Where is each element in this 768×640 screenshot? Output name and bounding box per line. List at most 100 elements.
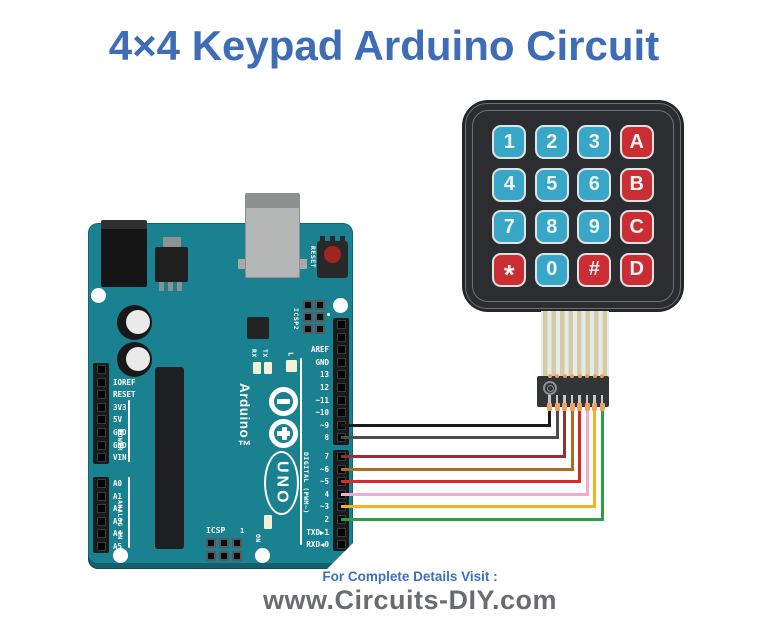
keypad-key-7: 7: [492, 210, 527, 245]
pin-label-RESET: RESET: [113, 390, 136, 400]
mounting-hole: [332, 297, 348, 313]
wire-green-horizontal: [341, 518, 604, 521]
pin: [336, 332, 346, 342]
ribbon-cable: [541, 311, 609, 377]
keypad-key-C: C: [619, 210, 654, 245]
board-corner-cut: [327, 543, 353, 569]
power-header: [93, 363, 109, 464]
digital-header-bottom: [333, 450, 349, 551]
icsp-header: [206, 538, 242, 561]
header-pin: [303, 300, 313, 310]
wire-maroon-horizontal: [341, 455, 566, 458]
power-jack: [101, 220, 147, 287]
icsp2-header: [303, 300, 325, 334]
l-label: L: [286, 351, 295, 357]
wire-sleeve: [592, 403, 597, 411]
usb-tab-left: [238, 259, 245, 269]
regulator-leg: [177, 282, 182, 291]
pin-label-TXD▶1: TXD▶1: [306, 527, 329, 537]
wire-red: [578, 403, 581, 484]
pin-A5: [96, 542, 106, 551]
wire-red-horizontal: [341, 480, 581, 484]
mounting-hole: [254, 547, 270, 563]
pin-label-3V3: 3V3: [113, 402, 127, 412]
pin-label-RXD◀0: RXD◀0: [306, 540, 329, 550]
logo-plus-v: [281, 427, 287, 440]
header-pin: [206, 551, 216, 561]
pin-A1: [96, 491, 106, 501]
header-pin: [303, 312, 313, 322]
power-group-label: POWER: [116, 428, 124, 452]
pin-label-~5: ~5: [319, 477, 329, 487]
on-label: ON: [254, 533, 262, 543]
pin-label-GND: GND: [315, 357, 329, 367]
connector-solder-dot: [547, 374, 552, 378]
pin-label-~11: ~11: [315, 395, 329, 405]
pin-label-AREF: AREF: [310, 345, 329, 355]
pin-label-A0: A0: [113, 479, 123, 488]
header-pin: [315, 324, 325, 334]
connector-solder-dot: [562, 374, 567, 378]
wire-sleeve: [577, 403, 582, 411]
reset-button-tab: [330, 236, 335, 243]
mounting-hole: [90, 287, 106, 303]
wire-sleeve: [584, 403, 590, 411]
page-title: 4×4 Keypad Arduino Circuit: [108, 22, 660, 69]
pin-label-GND: GND: [113, 428, 127, 437]
connector-solder-dot: [577, 374, 582, 378]
header-pin: [315, 300, 325, 310]
arduino-logo-minus-ring: [269, 387, 298, 416]
silkscreen-line: [128, 477, 130, 548]
voltage-regulator: [155, 247, 188, 282]
footer: For Complete Details Visit : www.Circuit…: [263, 569, 557, 616]
regulator-leg: [168, 282, 173, 291]
connector-pin: [593, 395, 596, 403]
connector-solder-dot: [555, 374, 559, 378]
keypad-key-#: #: [577, 252, 612, 287]
keypad-connector: [537, 374, 609, 411]
icsp-pin1-label: 1: [240, 527, 245, 535]
connector-pin: [578, 395, 581, 403]
pin-5V: [96, 415, 106, 425]
wire-gray: [555, 403, 559, 440]
reset-button-tab: [320, 236, 325, 243]
wire-gray-horizontal: [341, 436, 559, 440]
keypad-key-1: 1: [492, 125, 527, 160]
keypad-key-5: 5: [534, 167, 569, 202]
reset-button-tab: [340, 236, 345, 243]
pin-VIN: [96, 453, 106, 463]
capacitor: [117, 342, 152, 377]
wire-yellow-horizontal: [341, 505, 596, 509]
reset-label: RESET: [309, 245, 317, 269]
reset-button: [317, 236, 348, 278]
pin-label-A2: A2: [113, 504, 123, 514]
microcontroller-chip: [155, 367, 184, 549]
pin-A4: [96, 529, 106, 539]
pin-3V3: [96, 402, 106, 412]
smd-chip: [247, 317, 269, 339]
header-pin: [303, 324, 313, 334]
pin-IOREF: [96, 377, 106, 387]
keypad-key-6: 6: [577, 167, 612, 202]
pin-label-7: 7: [324, 452, 329, 461]
wire-yellow: [593, 403, 596, 509]
pin-label-5V: 5V: [113, 415, 123, 425]
pin: [336, 320, 346, 329]
rx-led: [253, 362, 261, 374]
pin-AREF: [336, 345, 346, 355]
pin-label-A4: A4: [113, 529, 123, 539]
connector-solder-dot: [600, 374, 604, 378]
connector-solder-dot: [585, 374, 589, 378]
keypad-key-0: 0: [534, 252, 569, 287]
on-led: [264, 515, 272, 529]
keypad-key-2: 2: [534, 125, 569, 160]
connector-pin: [563, 395, 566, 403]
pin-label-8: 8: [324, 433, 329, 443]
analog-group-label: ANALOG IN: [116, 500, 124, 540]
pin-RESET: [96, 390, 106, 400]
analog-header: [93, 477, 109, 553]
